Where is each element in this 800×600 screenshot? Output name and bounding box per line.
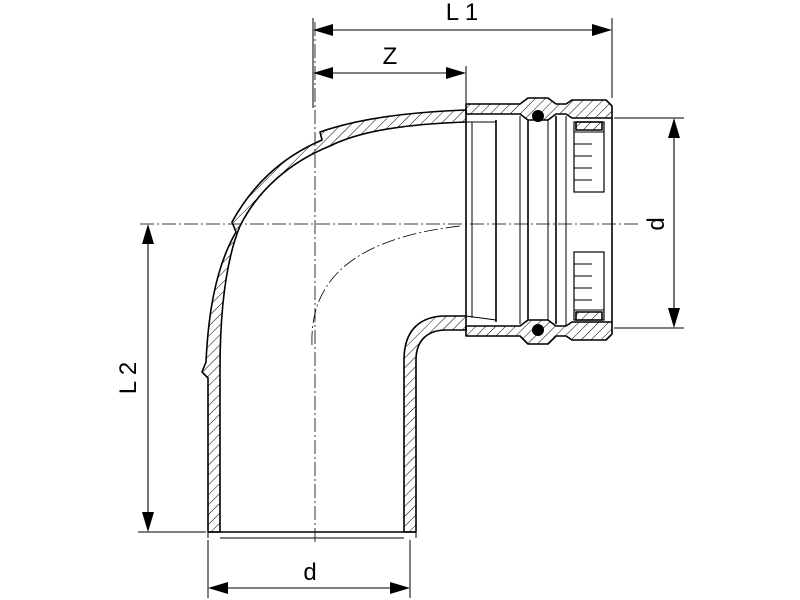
dimension-l2: L 2	[115, 224, 206, 533]
o-ring-top	[532, 110, 544, 122]
grip-ring-top	[573, 121, 605, 193]
o-ring-bottom	[532, 324, 544, 336]
dimension-d-right-label: d	[643, 217, 670, 230]
bottom-opening	[207, 531, 417, 539]
dimension-d-right: d	[614, 117, 684, 329]
center-lines	[140, 22, 640, 545]
dimension-l1: L 1	[312, 0, 613, 108]
dimension-l1-label: L 1	[446, 0, 478, 26]
grip-ring-bottom	[573, 251, 605, 321]
dimension-l2-label: L 2	[115, 362, 142, 394]
dimension-d-bottom: d	[207, 540, 411, 598]
press-socket	[465, 97, 613, 345]
elbow-inner-wall	[403, 315, 467, 533]
dimension-z-label: Z	[383, 43, 398, 70]
dimension-z: Z	[313, 43, 467, 104]
dimension-d-bottom-label: d	[303, 559, 316, 586]
